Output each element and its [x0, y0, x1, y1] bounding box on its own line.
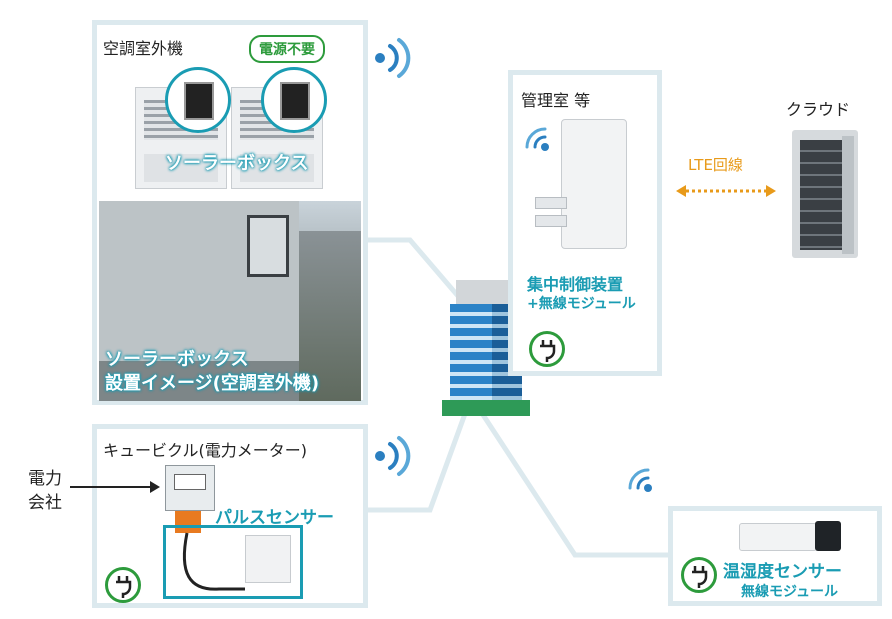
sensor-label-line1: 温湿度センサー	[723, 562, 842, 582]
sensor-device	[739, 523, 817, 551]
photo-caption-line1: ソーラーボックス	[105, 349, 249, 370]
lte-arrow-icon	[676, 185, 776, 197]
cable	[182, 532, 245, 591]
arrow-icon	[70, 481, 160, 493]
pulse-sensor-label: パルスセンサー	[215, 508, 334, 528]
wireless-dongle	[535, 197, 567, 209]
plug-icon	[105, 567, 141, 603]
sensor-label-line2: 無線モジュール	[741, 584, 839, 600]
control-device	[561, 119, 627, 249]
solar-box-icon	[261, 67, 327, 133]
solar-box-label: ソーラーボックス	[165, 153, 309, 174]
control-device-label-line2: +無線モジュール	[527, 296, 636, 312]
wifi-icon	[375, 38, 411, 78]
control-room-title: 管理室 等	[521, 91, 591, 110]
control-device-label-line1: 集中制御装置	[527, 275, 624, 294]
photo-caption-line2: 設置イメージ(空調室外機)	[105, 373, 320, 394]
installation-photo	[99, 201, 361, 401]
lte-label: LTE回線	[688, 156, 743, 174]
sensor-panel: 温湿度センサー 無線モジュール	[668, 506, 882, 606]
server-rack-icon	[792, 130, 858, 258]
cubicle-panel: キュービクル(電力メーター) パルスセンサー	[92, 424, 368, 608]
pulse-sensor-box	[163, 525, 303, 599]
control-room-panel: 管理室 等 集中制御装置 +無線モジュール	[508, 70, 662, 376]
wireless-dongle	[535, 215, 567, 227]
solar-box-icon	[165, 67, 231, 133]
wifi-icon	[525, 127, 549, 151]
wireless-box	[245, 535, 291, 583]
aircon-panel: 空調室外機 電源不要 ソーラーボックス ソーラーボックス 設置イメージ(空調室外…	[92, 20, 368, 405]
aircon-title: 空調室外機	[103, 39, 184, 58]
cubicle-title: キュービクル(電力メーター)	[103, 441, 308, 460]
plug-icon	[681, 557, 717, 593]
plug-icon	[529, 331, 565, 367]
power-not-required-badge: 電源不要	[249, 35, 325, 63]
cloud-title: クラウド	[786, 100, 851, 119]
wifi-icon	[628, 468, 652, 492]
sensor-device-cap	[815, 521, 841, 551]
power-company-line2: 会社	[28, 493, 62, 513]
power-company-line1: 電力	[28, 469, 62, 489]
power-meter	[165, 465, 215, 511]
wifi-icon	[375, 436, 411, 476]
